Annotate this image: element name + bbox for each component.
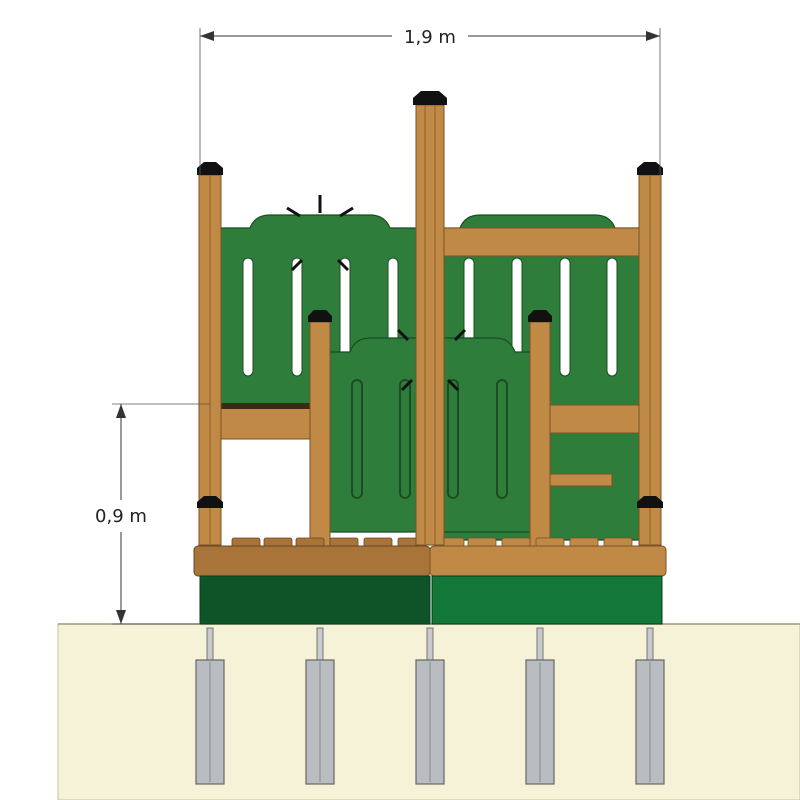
back-right-post [637,162,663,546]
ground-anchor [195,627,225,785]
center-tall-post [413,91,447,546]
base-left [199,575,431,625]
ground-anchor [525,627,555,785]
ground-anchors [195,627,665,785]
short-left-post [197,496,223,508]
front-right-post [528,310,552,548]
ground-anchor [305,627,335,785]
back-sun-rays [286,195,354,272]
back-right-step-rail [547,473,613,487]
base-right [431,575,663,625]
width-dimension [199,28,661,175]
front-sun-rays [396,328,467,392]
back-right-mid-rail [547,404,651,434]
back-right-top-rail [439,227,651,257]
height-dimension [112,403,210,625]
front-left-post [308,310,332,548]
width-label: 1,9 m [404,27,456,48]
ground-anchor [415,627,445,785]
short-right-post [637,496,663,508]
ground-anchor [635,627,665,785]
height-label: 0,9 m [95,506,147,527]
back-left-post [197,162,223,546]
